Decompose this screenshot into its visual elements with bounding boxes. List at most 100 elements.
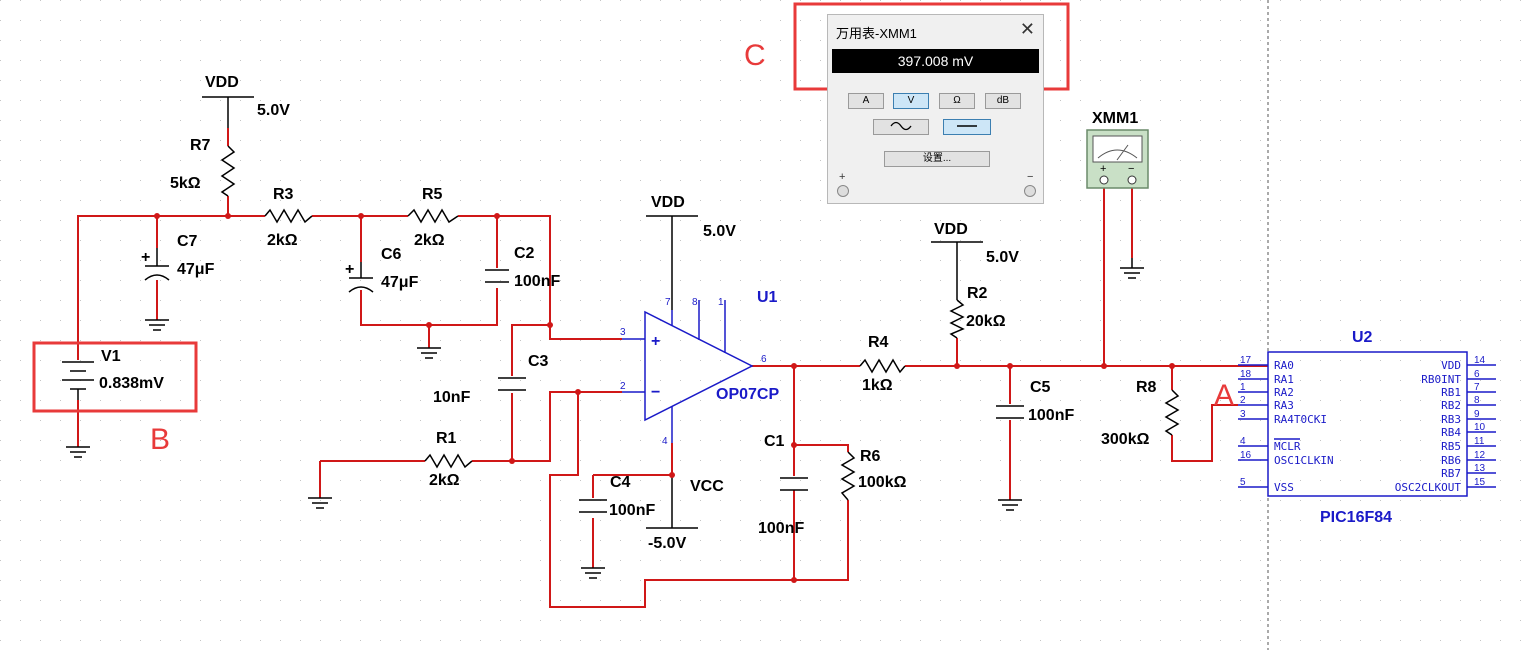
u2-right-pin-name: RB4 [1441,426,1461,439]
annotation-box-b [32,341,198,413]
u2-right-pin-name: RB1 [1441,386,1461,399]
capacitor-c1[interactable]: C1 100nF [758,433,808,537]
multimeter-symbol-xmm1[interactable]: + − XMM1 [1086,110,1149,189]
u1-pin-6: 6 [761,354,767,365]
u2-left-pin-number: 4 [1240,436,1246,447]
capacitor-c5[interactable]: C5 100nF [996,379,1074,424]
capacitor-c6[interactable]: + C6 47μF [345,246,419,293]
vdd-2-name: VDD [651,194,685,211]
u2-right-pin-number: 10 [1474,422,1486,433]
u2-left-pin-number: 5 [1240,477,1246,488]
u2-name: U2 [1352,329,1373,346]
resistor-r4[interactable]: R4 1kΩ [859,334,906,394]
annotation-b: B [150,423,170,456]
c7-polarity: + [141,249,150,266]
mode-db-button[interactable]: dB [985,93,1021,109]
u2-right-pin-number: 12 [1474,450,1486,461]
c2-value: 100nF [514,273,560,290]
resistor-r6[interactable]: R6 100kΩ [840,448,907,501]
opamp-minus-sign: − [651,384,660,401]
ac-wave-button[interactable] [873,119,929,135]
opamp-plus-sign: + [651,333,660,350]
vcc-value: -5.0V [648,535,687,552]
c6-polarity: + [345,261,354,278]
r1-name: R1 [436,430,457,447]
xmm1-minus-label: − [1128,163,1134,175]
r8-name: R8 [1136,379,1157,396]
capacitor-c4[interactable]: C4 100nF [579,474,655,519]
c7-name: C7 [177,233,198,250]
u1-pin-8: 8 [692,297,698,308]
vdd-symbol-3[interactable]: VDD 5.0V [931,221,1019,266]
resistor-r2[interactable]: R2 20kΩ [949,285,1006,339]
c4-name: C4 [610,474,631,491]
terminal-minus-icon[interactable] [1024,185,1036,197]
multimeter-window[interactable]: 万用表-XMM1 ✕ 397.008 mV A V Ω dB 设置... + − [827,14,1044,204]
u2-right-pin-name: OSC2CLKOUT [1395,481,1462,494]
u2-right-pin-name: VDD [1441,359,1461,372]
u1-name: U1 [757,289,778,306]
terminal-plus-label: + [839,171,846,183]
u2-right-pin-number: 11 [1474,436,1485,447]
dc-source-v1[interactable]: V1 0.838mV [62,348,164,400]
c1-value: 100nF [758,520,804,537]
mode-ohm-button[interactable]: Ω [939,93,975,109]
ground-symbols [66,258,1144,579]
c5-value: 100nF [1028,407,1074,424]
resistor-r3[interactable]: R3 2kΩ [264,186,313,249]
terminal-plus-icon[interactable] [837,185,849,197]
capacitor-c3[interactable]: C3 10nF [433,353,549,406]
resistor-r8[interactable]: R8 300kΩ [1101,379,1180,448]
mode-v-button[interactable]: V [893,93,929,109]
vcc-symbol[interactable]: VCC -5.0V [646,478,724,552]
r5-name: R5 [422,186,443,203]
settings-button[interactable]: 设置... [884,151,990,167]
capacitor-c2[interactable]: C2 100nF [485,245,560,290]
u1-pin-3: 3 [620,327,626,338]
r7-name: R7 [190,137,211,154]
resistor-r7[interactable]: R7 5kΩ [170,137,236,197]
r8-value: 300kΩ [1101,431,1150,448]
vdd-1-name: VDD [205,74,239,91]
u2-left-pin-number: 18 [1240,369,1252,380]
u2-left-pin-name: RA4T0CKI [1274,413,1327,426]
resistor-r1[interactable]: R1 2kΩ [424,430,473,489]
u2-right-pin-name: RB2 [1441,399,1461,412]
c3-value: 10nF [433,389,471,406]
u2-left-pin-number: 2 [1240,395,1246,406]
u1-part: OP07CP [716,386,779,403]
u2-part: PIC16F84 [1320,509,1392,526]
u2-left-pin-name: RA2 [1274,386,1294,399]
opamp-u1[interactable]: + − 3 2 7 8 1 6 4 U1 OP07CP [620,289,779,447]
r1-value: 2kΩ [429,472,460,489]
u1-pin-2: 2 [620,381,626,392]
u2-left-pin-number: 16 [1240,450,1252,461]
u2-left-pin-name: RA3 [1274,399,1294,412]
u2-right-pin-number: 7 [1474,382,1480,393]
multimeter-display: 397.008 mV [832,49,1039,73]
u2-left-pin-name: RA1 [1274,373,1294,386]
dc-wave-button[interactable] [943,119,991,135]
close-icon[interactable]: ✕ [1019,19,1035,39]
c6-value: 47μF [381,274,419,291]
vdd-symbol-2[interactable]: VDD 5.0V [646,194,736,240]
r5-value: 2kΩ [414,232,445,249]
u2-right-pin-number: 14 [1474,355,1486,366]
u2-right-pin-number: 6 [1474,369,1480,380]
u2-right-pin-number: 13 [1474,463,1486,474]
multimeter-title: 万用表-XMM1 [836,26,917,41]
r3-name: R3 [273,186,294,203]
vcc-name: VCC [690,478,724,495]
u2-right-pin-name: RB0INT [1421,373,1461,386]
c1-name: C1 [764,433,785,450]
vdd-symbol-1[interactable]: VDD 5.0V [202,74,290,128]
sine-wave-icon [890,121,912,131]
capacitor-c7[interactable]: + C7 47μF [141,233,215,281]
resistor-r5[interactable]: R5 2kΩ [407,186,459,249]
xmm1-name: XMM1 [1092,110,1138,127]
mode-a-button[interactable]: A [848,93,884,109]
